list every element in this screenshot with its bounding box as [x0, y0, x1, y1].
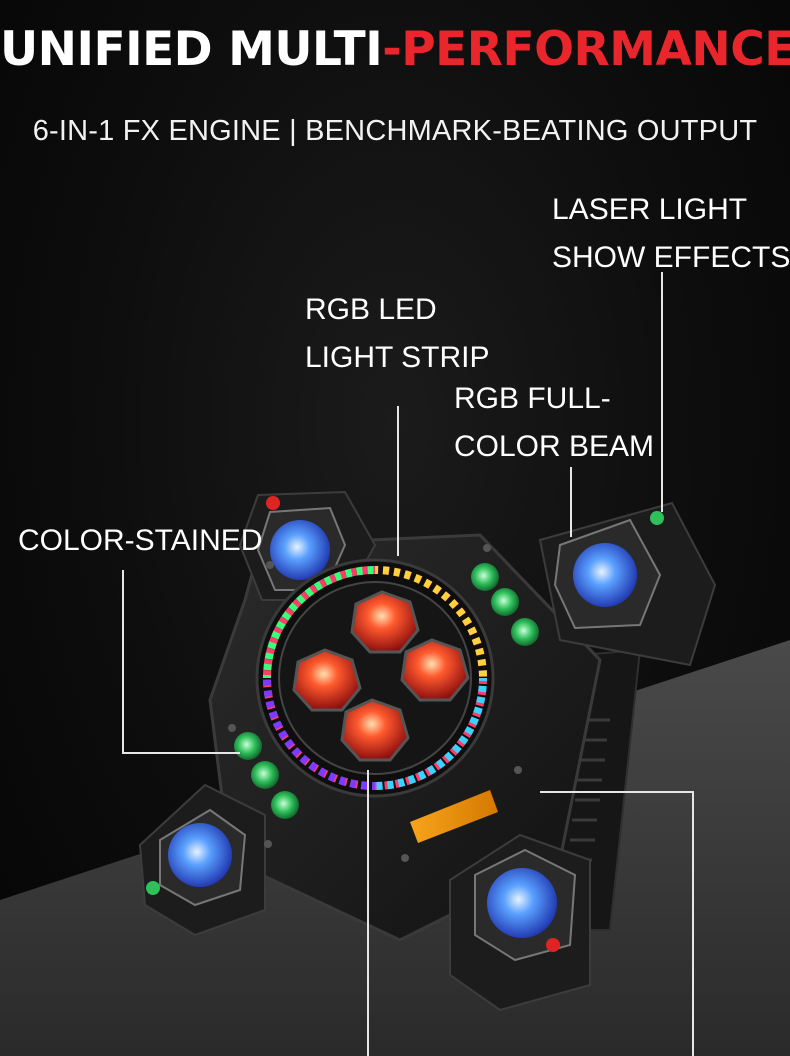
callout-stained-line1: COLOR-STAINED	[18, 524, 263, 557]
leader-bottom-right-vertical	[692, 791, 694, 1056]
leader-bottom-left	[367, 770, 369, 1056]
leader-stained-horizontal	[122, 752, 240, 754]
callout-stained: COLOR-STAINED	[18, 517, 262, 565]
callout-beam-line2: COLOR BEAM	[454, 430, 655, 463]
subheadline: 6-IN-1 FX ENGINE | BENCHMARK-BEATING OUT…	[32, 115, 758, 147]
headline-red: -PERFORMANCE	[382, 22, 790, 77]
leader-laser	[661, 272, 663, 512]
callout-laser: LASER LIGHT SHOW EFFECTS	[552, 186, 790, 282]
leader-stained-vertical	[122, 570, 124, 754]
leader-beam	[570, 467, 572, 537]
callout-laser-line2: SHOW EFFECTS	[552, 241, 790, 274]
callout-strip: RGB LED LIGHT STRIP	[305, 286, 489, 382]
leader-bottom-right-horizontal	[540, 791, 694, 793]
callout-beam-line1: RGB FULL-	[454, 382, 611, 415]
callout-strip-line2: LIGHT STRIP	[305, 341, 490, 374]
callout-strip-line1: RGB LED	[305, 293, 437, 326]
leader-strip	[397, 406, 399, 556]
callout-beam: RGB FULL- COLOR BEAM	[454, 375, 654, 471]
callout-laser-line1: LASER LIGHT	[552, 193, 748, 226]
headline-white: UNIFIED MULTI	[0, 22, 383, 77]
headline: UNIFIED MULTI-PERFORMANCE	[0, 22, 790, 77]
